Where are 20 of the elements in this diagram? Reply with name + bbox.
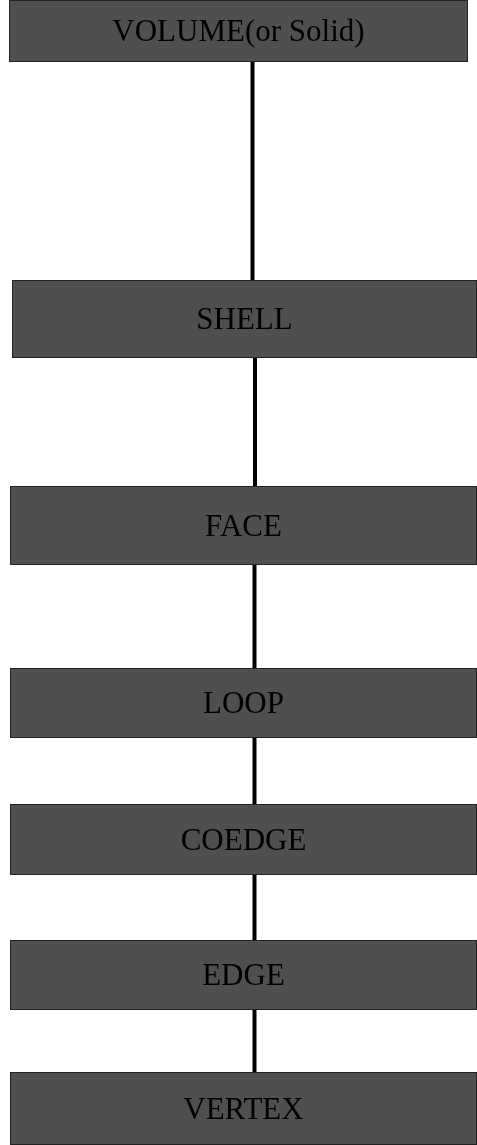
connector-line — [250, 62, 255, 280]
box-label: SHELL — [196, 301, 293, 337]
connector-line — [253, 358, 257, 486]
connector-line — [252, 1010, 257, 1072]
process-box — [9, 0, 468, 62]
connector-line — [252, 738, 257, 804]
connector-line — [252, 565, 257, 668]
process-box — [10, 804, 477, 875]
process-box — [12, 280, 477, 358]
connector-line — [252, 875, 257, 940]
process-box — [10, 486, 477, 565]
process-box — [10, 940, 477, 1010]
box-label: COEDGE — [180, 821, 307, 858]
process-box — [10, 668, 477, 738]
process-box — [10, 1072, 477, 1145]
box-label: VOLUME(or Solid) — [112, 13, 365, 49]
box-label: EDGE — [202, 957, 285, 993]
box-label: LOOP — [203, 685, 284, 721]
box-label: VERTEX — [183, 1090, 304, 1127]
box-label: FACE — [205, 507, 282, 544]
